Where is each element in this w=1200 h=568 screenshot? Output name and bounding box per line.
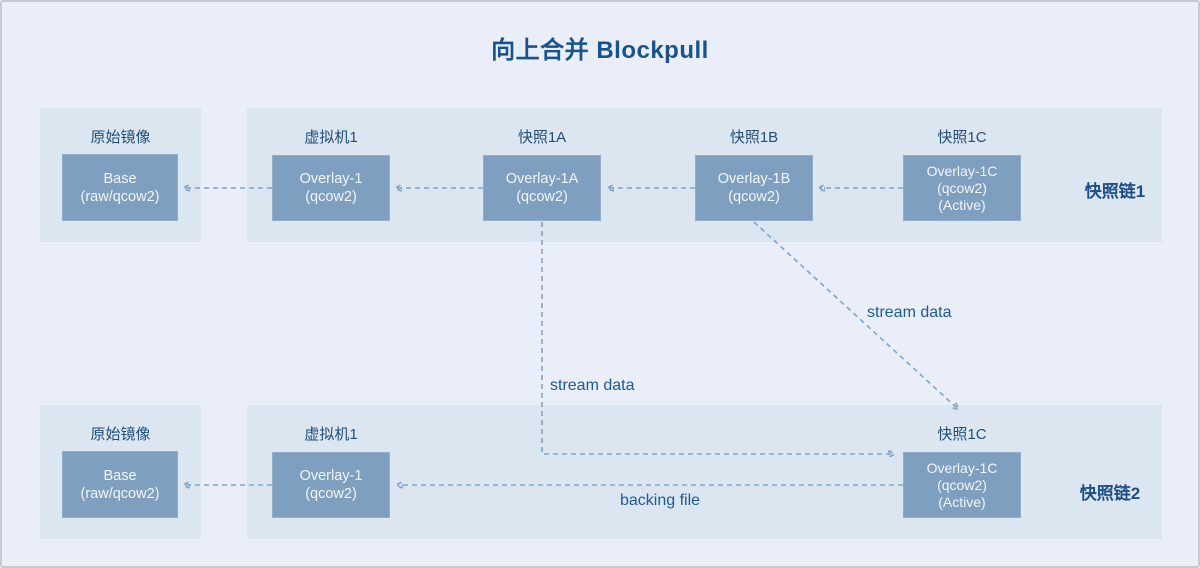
chain1-source-label: 原始镜像 [90,129,151,146]
node-line: (raw/qcow2) [80,188,160,205]
chain1-base-node: Base (raw/qcow2) [62,154,178,221]
node-line: (qcow2) [516,189,568,205]
chain2-node-overlay1c: Overlay-1C (qcow2) (Active) [903,452,1021,518]
chain1-node-overlay1a: Overlay-1A (qcow2) [483,155,601,221]
chain2-node-overlay1: Overlay-1 (qcow2) [272,452,390,518]
stream-data-label-1: stream data [550,377,635,394]
node-line: Overlay-1A [505,171,579,187]
stream-data-label-2: stream data [867,304,952,321]
node-line: (Active) [938,493,986,510]
node-line: (qcow2) [728,189,780,205]
chain2-source-label: 原始镜像 [90,426,151,443]
chain2-base-node: Base (raw/qcow2) [62,451,178,518]
chain1-node-overlay1b: Overlay-1B (qcow2) [695,155,813,221]
node-line: Overlay-1 [299,171,363,187]
chain1-node0-title: 虚拟机1 [304,129,358,146]
node-line: (Active) [938,196,986,213]
node-line: (qcow2) [305,189,357,205]
node-line: Overlay-1 [299,468,363,484]
node-line: Overlay-1C [926,162,998,179]
chain2-node0-title: 虚拟机1 [304,426,358,443]
node-line: Overlay-1B [717,171,791,187]
chain2-label: 快照链2 [1079,484,1141,503]
backing-file-label: backing file [620,492,701,509]
chain1-label: 快照链1 [1084,182,1146,201]
node-line: Base [103,467,137,484]
chain1-node2-title: 快照1B [729,129,779,146]
chain1-node-overlay1: Overlay-1 (qcow2) [272,155,390,221]
node-line: (qcow2) [937,476,987,493]
page-title: 向上合并 Blockpull [491,37,709,64]
chain1-node-overlay1c: Overlay-1C (qcow2) (Active) [903,155,1021,221]
node-line: (raw/qcow2) [80,485,160,502]
chain1-node3-title: 快照1C [937,129,987,146]
node-line: (qcow2) [937,179,987,196]
node-line: (qcow2) [305,486,357,502]
node-line: Overlay-1C [926,459,998,476]
node-line: Base [103,170,137,187]
chain1-node1-title: 快照1A [517,129,567,146]
chain2-node1-title: 快照1C [937,426,987,443]
